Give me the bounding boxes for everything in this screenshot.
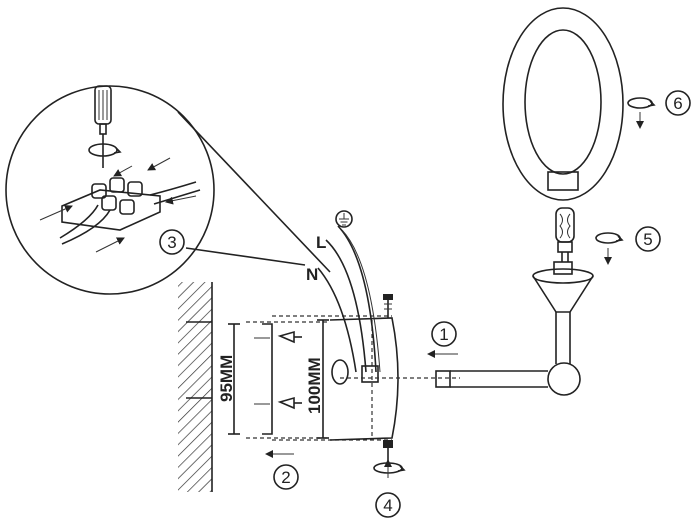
step-3-badge: 3 bbox=[159, 229, 185, 255]
step-6-label: 6 bbox=[673, 94, 682, 113]
screw-icon bbox=[277, 330, 302, 344]
dimension-95mm: 95MM bbox=[217, 323, 240, 435]
step-2-badge: 2 bbox=[273, 464, 299, 490]
dimension-95mm-label: 95MM bbox=[217, 355, 236, 402]
rotation-arrow-icon bbox=[595, 232, 624, 265]
screwdriver-icon bbox=[94, 85, 112, 168]
rotation-arrow-icon bbox=[373, 459, 406, 478]
dimension-100mm-label: 100MM bbox=[305, 357, 324, 414]
screw-icon bbox=[383, 294, 393, 318]
step-5-label: 5 bbox=[643, 230, 652, 249]
canopy bbox=[329, 317, 460, 441]
glass-shade bbox=[502, 7, 624, 201]
dimension-100mm: 100MM bbox=[305, 319, 329, 439]
wall-section bbox=[178, 282, 213, 492]
bulb-holder-cup bbox=[532, 261, 594, 313]
terminal-block bbox=[59, 177, 201, 245]
step-5-badge: 5 bbox=[635, 226, 661, 252]
lamp-arm bbox=[435, 312, 581, 396]
step-4-label: 4 bbox=[383, 496, 392, 515]
step-6-badge: 6 bbox=[665, 90, 691, 116]
step-4-badge: 4 bbox=[375, 492, 401, 518]
step-2-label: 2 bbox=[281, 468, 290, 487]
terminal-detail-callout: 3 bbox=[5, 85, 331, 295]
screw-icon bbox=[277, 396, 302, 410]
ground-icon bbox=[335, 210, 353, 228]
supply-wires bbox=[317, 225, 381, 373]
mounting-plate bbox=[246, 315, 392, 441]
step-1-badge: 1 bbox=[431, 321, 457, 347]
rotation-arrow-icon bbox=[88, 143, 122, 157]
step-3-label: 3 bbox=[167, 233, 176, 252]
neutral-wire-label: N bbox=[306, 265, 318, 284]
live-wire-label: L bbox=[316, 233, 326, 252]
step-1-label: 1 bbox=[439, 325, 448, 344]
bulb-icon bbox=[555, 207, 575, 262]
rotation-arrow-icon bbox=[627, 97, 656, 129]
screw-icon bbox=[383, 440, 393, 462]
